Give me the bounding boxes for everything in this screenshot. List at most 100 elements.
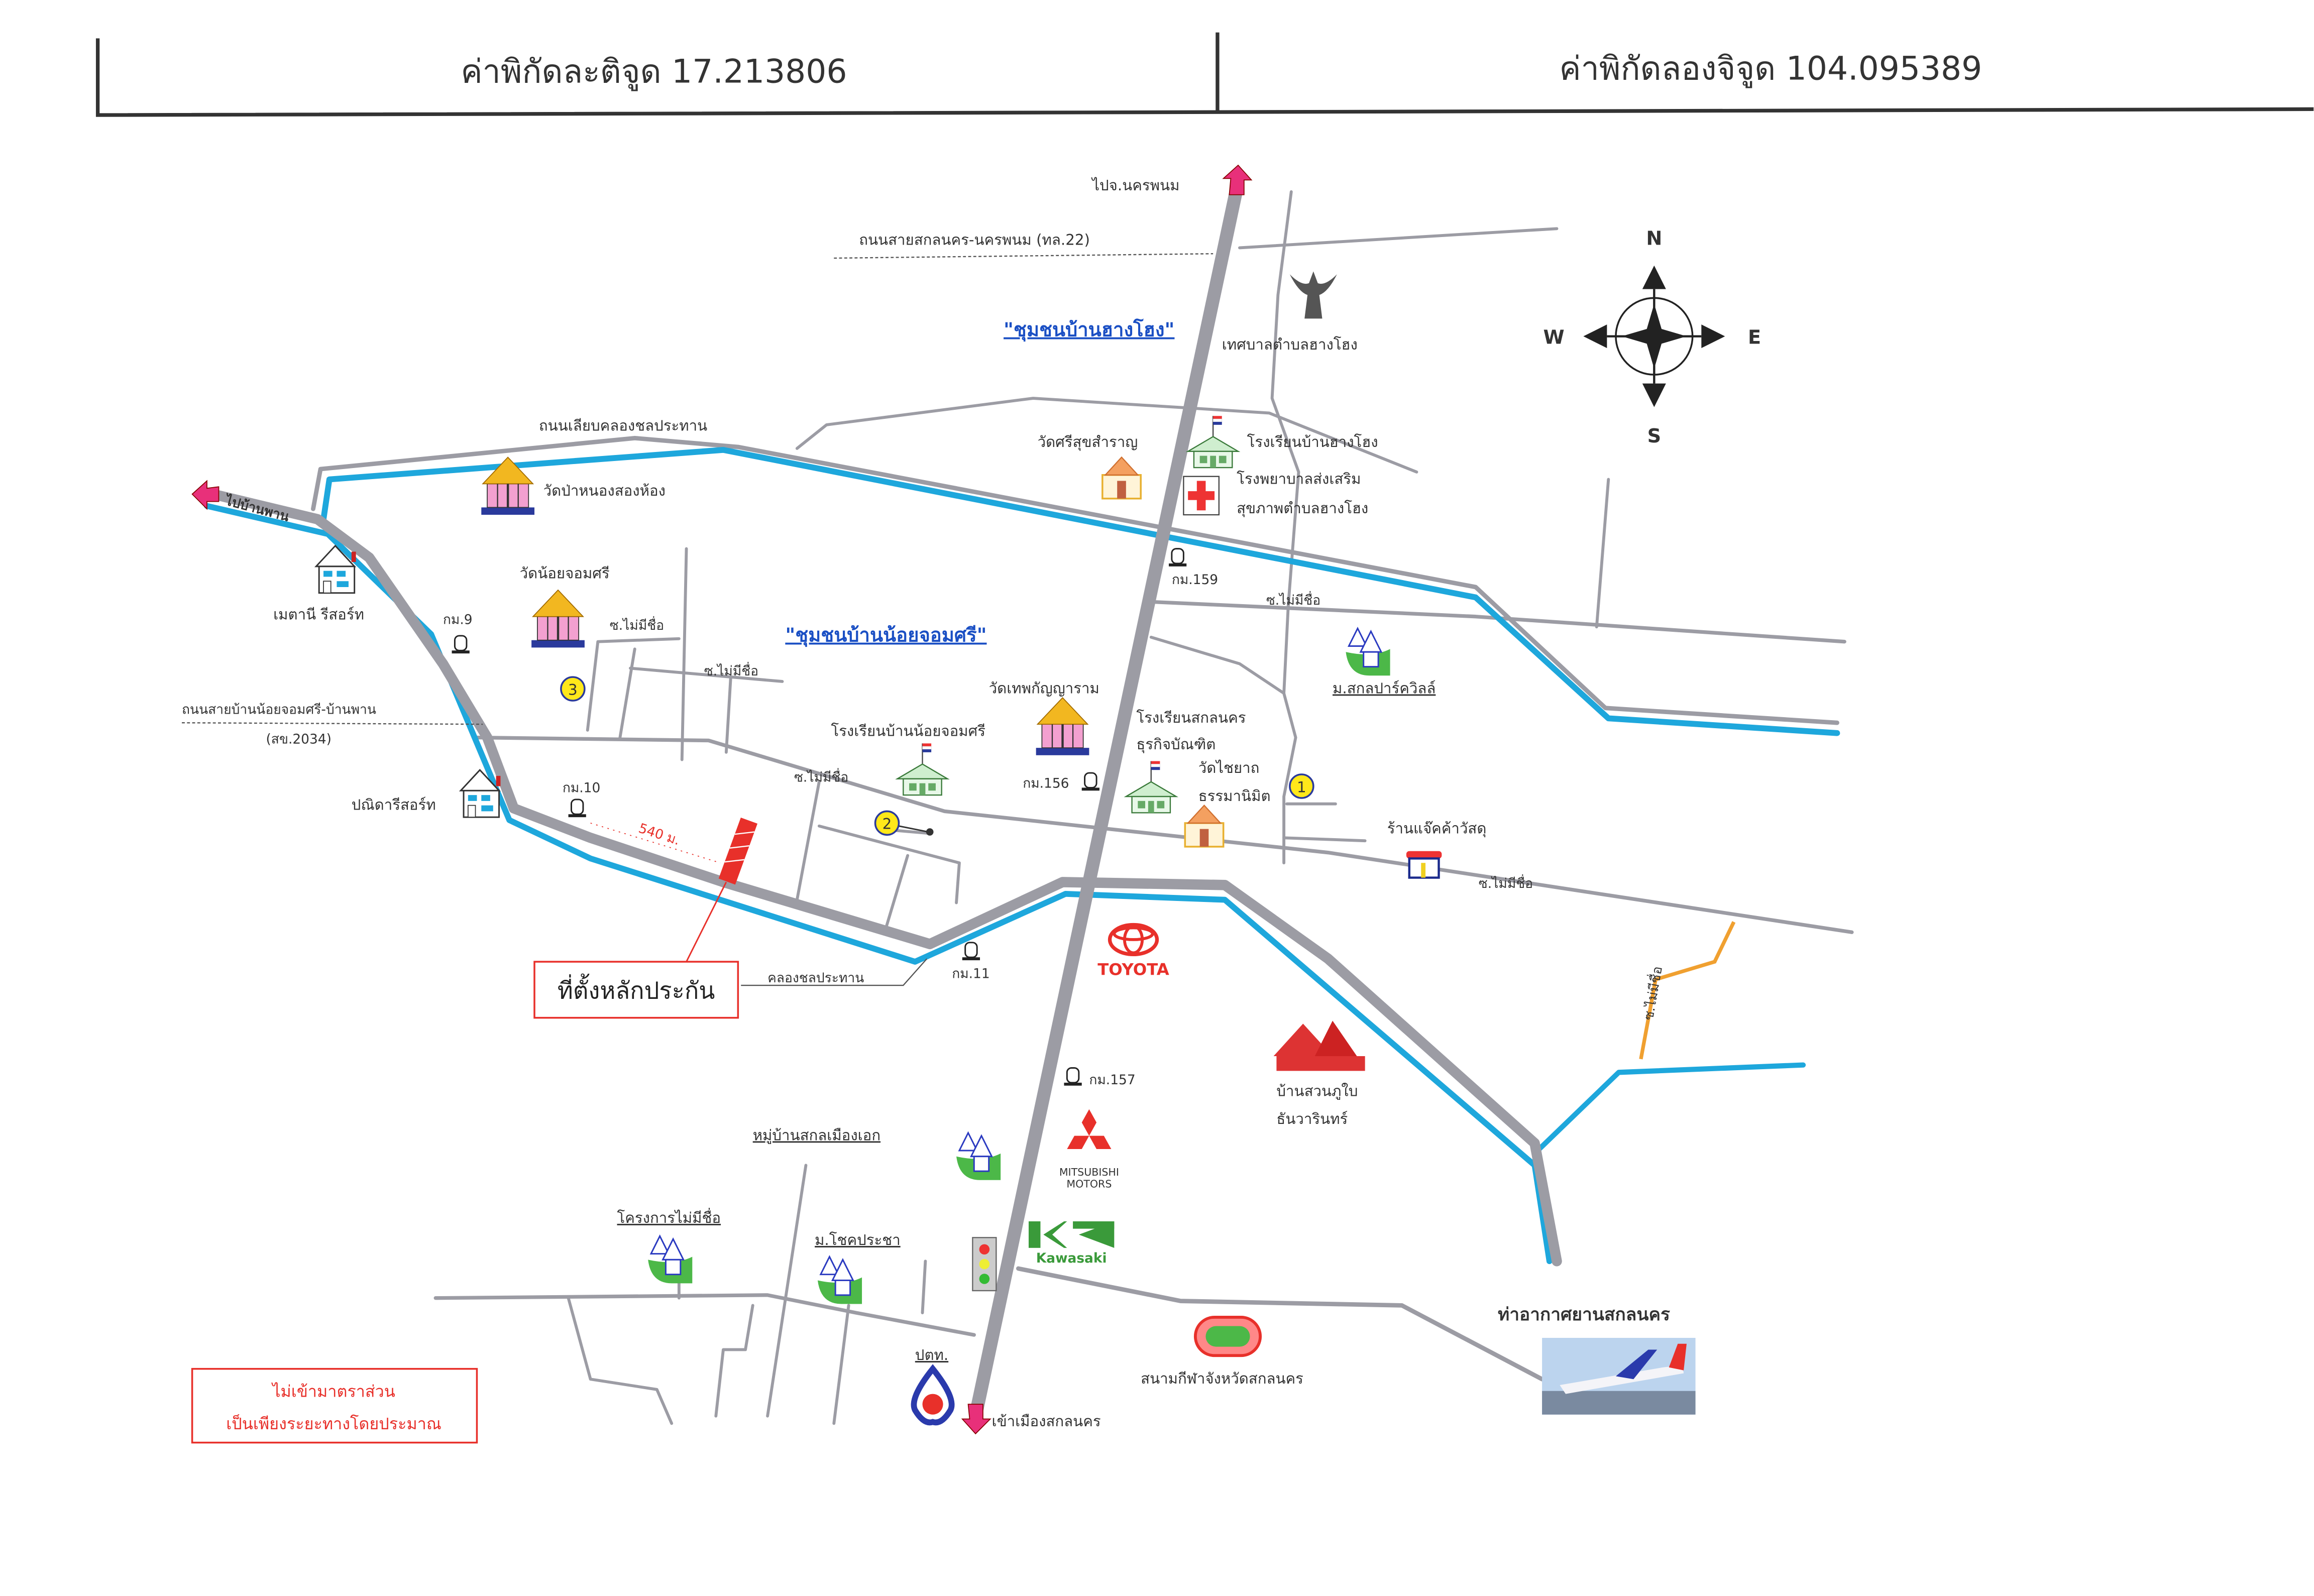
soi-label: ซ.ไม่มีชื่อ [704, 662, 758, 679]
highway-22-label: ถนนสายสกลนคร-นครพนม (ทล.22) [859, 232, 1090, 249]
to-sakon-city-label: เข้าเมืองสกลนคร [992, 1413, 1101, 1430]
wat-pa-nong-label: วัดป่าหนองสองห้อง [543, 482, 666, 499]
village-icon [817, 1256, 863, 1305]
airport-label: ท่าอากาศยานสกลนคร [1498, 1304, 1670, 1325]
wat-si-suk-label: วัดศรีสุขสำราญ [1038, 433, 1138, 451]
project-no-name-label: โครงการไม่มีชื่อ [617, 1207, 721, 1226]
km-9-label: กม.9 [443, 612, 473, 627]
maetani-resort-label: เมตานี รีสอร์ท [273, 606, 364, 623]
stadium-icon [1193, 1315, 1262, 1357]
mitsubishi-label: MITSUBISHI [1059, 1166, 1119, 1178]
traffic-light-icon [972, 1237, 997, 1292]
village-icon [955, 1132, 1002, 1181]
school-icon [897, 742, 948, 796]
wat-chai-label-2: ธรรมานิมิต [1198, 787, 1271, 805]
mitsubishi-logo-icon [1067, 1109, 1112, 1150]
village-icon [647, 1235, 693, 1284]
barn-icon [1273, 1020, 1365, 1071]
collateral-marker-icon [718, 817, 758, 885]
km-10-label: กม.10 [563, 780, 600, 795]
km-156-label: กม.156 [1023, 775, 1069, 791]
school-sakon-label-2: ธุรกิจบัณฑิต [1136, 736, 1216, 753]
school-hang-hong-label: โรงเรียนบ้านฮางโฮง [1247, 433, 1378, 450]
suan-phu-label-2: ธันวารินทร์ [1276, 1110, 1348, 1127]
village-chok-label: ม.โชคประชา [815, 1231, 901, 1248]
toyota-label: TOYOTA [1097, 960, 1169, 979]
irrigation-canals [204, 435, 1840, 1265]
km-159-label: กม.159 [1172, 572, 1218, 588]
soi-label: ซ.ไม่มีชื่อ [794, 768, 848, 785]
road-2034-label: ถนนสายบ้านน้อยจอมศรี-บ้านพาน [182, 702, 376, 718]
marker-2-label: 2 [883, 816, 892, 833]
village-muang-ek-label: หมู่บ้านสกลเมืองเอก [753, 1126, 880, 1144]
arrow-north-icon [1222, 164, 1253, 195]
marker-3-label: 3 [568, 681, 578, 698]
airplane-icon [1542, 1337, 1696, 1415]
stadium-label: สนามกีฬาจังหวัดสกลนคร [1141, 1370, 1303, 1387]
compass-east: E [1748, 326, 1761, 349]
km-stone-icon [1081, 772, 1100, 791]
soi-label: ซ.ไม่มีชื่อ [610, 616, 664, 633]
km-157-label: กม.157 [1089, 1072, 1135, 1088]
km-stone-icon [568, 799, 587, 818]
hospital-label: โรงพยาบาลส่งเสริม [1237, 470, 1361, 487]
wat-thep-label: วัดเทพกัญญาราม [989, 679, 1099, 697]
temple-icon [531, 590, 585, 648]
suan-phu-label: บ้านสวนภูใบ [1276, 1082, 1358, 1100]
school-sakon-label: โรงเรียนสกลนคร [1136, 709, 1246, 726]
village-sakon-park-label: ม.สกลปาร์ควิลล์ [1333, 679, 1436, 697]
kawasaki-logo-icon [1028, 1221, 1115, 1248]
toyota-logo-icon [1108, 923, 1159, 957]
ptt-logo-icon [911, 1364, 955, 1426]
arrow-west-icon [191, 480, 219, 510]
hospital-icon [1183, 476, 1220, 516]
kawasaki-label: Kawasaki [1036, 1250, 1107, 1266]
km-stone-icon [1063, 1067, 1083, 1087]
temple-icon [1036, 698, 1089, 755]
minor-roads [433, 190, 1854, 1425]
soi-label: ซ.ไม่มีชื่อ [1266, 591, 1320, 608]
km-11-label: กม.11 [952, 966, 989, 981]
km-stone-icon [1168, 548, 1187, 567]
shop-label: ร้านแจ๊คค้าวัสดุ [1387, 820, 1487, 837]
municipality-label: เทศบาลตำบลฮางโฮง [1222, 336, 1358, 353]
compass-west: W [1544, 326, 1565, 349]
disclaimer-line-2: เป็นเพียงระยะทางโดยประมาณ [226, 1414, 442, 1433]
village-icon [1345, 627, 1391, 676]
temple-icon [1101, 456, 1142, 500]
irrigation-canal-label: คลองชลประทาน [767, 970, 864, 986]
km-stone-icon [451, 635, 471, 654]
community-ban-noi-chom-si: "ชุมชนบ้านน้อยจอมศรี" [785, 625, 986, 647]
latitude-label: ค่าพิกัดละติจูด 17.213806 [461, 53, 847, 91]
compass-south: S [1647, 425, 1662, 447]
longitude-label: ค่าพิกัดลองจิจูด 104.095389 [1559, 50, 1982, 88]
resort-house-icon [460, 769, 501, 818]
coordinates-header: ค่าพิกัดละติจูด 17.213806 ค่าพิกัดลองจิจ… [95, 32, 2314, 117]
collateral-label: ที่ตั้งหลักประกัน [558, 973, 715, 1004]
marker-1-label: 1 [1297, 778, 1306, 795]
arrow-south-icon [961, 1404, 991, 1435]
community-ban-hang-hong: "ชุมชนบ้านฮางโฮง" [1004, 318, 1174, 342]
km-stone-icon [961, 942, 981, 961]
road-2034-code: (สข.2034) [266, 731, 331, 747]
compass-icon: N S E W [1544, 228, 1761, 448]
mitsubishi-label-2: MOTORS [1066, 1178, 1112, 1190]
ptt-label: ปตท. [915, 1346, 948, 1363]
panida-resort-label: ปณิดารีสอร์ท [352, 796, 436, 813]
major-roads [191, 164, 1562, 1435]
collateral-label-box [533, 961, 739, 1019]
school-noi-chom-si-label: โรงเรียนบ้านน้อยจอมศรี [831, 723, 985, 740]
disclaimer-line-1: ไม่เข้ามาตราส่วน [271, 1382, 395, 1401]
temple-icon [1184, 804, 1225, 848]
school-icon [1187, 415, 1239, 469]
to-nakhon-phanom-label: ไปจ.นครพนม [1091, 177, 1179, 194]
school-icon [1125, 760, 1177, 814]
shop-icon [1406, 851, 1442, 879]
wat-chai-label: วัดไชยาถ [1198, 759, 1260, 776]
garuda-emblem-icon [1289, 271, 1337, 319]
canal-road-label: ถนนเลียบคลองชลประทาน [539, 417, 707, 434]
hospital-label-2: สุขภาพตำบลฮางโฮง [1237, 500, 1368, 517]
compass-north: N [1646, 228, 1662, 250]
disclaimer-box [191, 1367, 478, 1444]
